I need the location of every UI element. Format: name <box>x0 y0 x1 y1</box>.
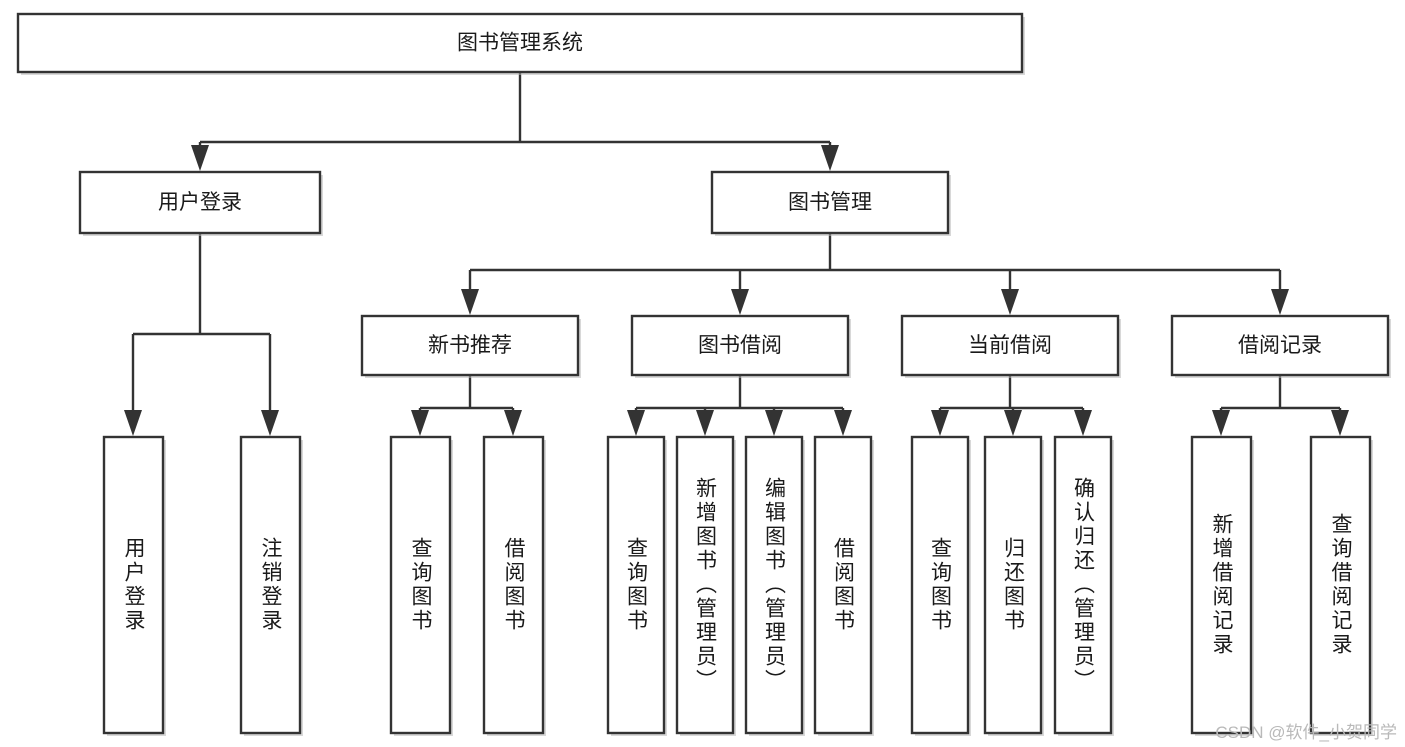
node-box[interactable] <box>606 435 666 735</box>
node-label: 新书推荐 <box>428 334 512 357</box>
node-box[interactable] <box>482 435 545 735</box>
connector-bus-current-borrow <box>931 375 1092 436</box>
node-label: 图书管理 <box>788 191 872 214</box>
node-box[interactable] <box>1170 314 1390 377</box>
node-box[interactable] <box>900 314 1120 377</box>
node-label: 图书借阅 <box>698 334 782 357</box>
node-label: 查询借阅记录 <box>1329 513 1352 657</box>
node-label: 注销登录 <box>259 537 282 633</box>
node-box[interactable] <box>102 435 165 735</box>
node-label: 当前借阅 <box>968 334 1052 357</box>
node-book-manage[interactable]: 图书管理 <box>710 170 951 236</box>
connectors-layer <box>124 72 1349 436</box>
node-leaf-user-login[interactable]: 用户登录 <box>102 435 166 736</box>
node-label: 查询图书 <box>409 537 432 633</box>
csdn-watermark: CSDN @软件_小贺同学 <box>1215 723 1397 742</box>
node-label: 借阅图书 <box>831 537 855 633</box>
node-box[interactable] <box>744 435 804 735</box>
node-label: 图书管理系统 <box>457 32 583 55</box>
node-box[interactable] <box>813 435 873 735</box>
node-label: 新增借阅记录 <box>1210 513 1233 657</box>
node-box[interactable] <box>910 435 970 735</box>
node-box[interactable] <box>1053 435 1113 735</box>
node-label: 用户登录 <box>158 191 242 214</box>
node-user-login[interactable]: 用户登录 <box>78 170 323 236</box>
node-current-borrow[interactable]: 当前借阅 <box>900 314 1121 378</box>
node-borrow-record[interactable]: 借阅记录 <box>1170 314 1391 378</box>
node-leaf-query-book-current[interactable]: 查询图书 <box>910 435 971 736</box>
node-box[interactable] <box>389 435 452 735</box>
node-box[interactable] <box>78 170 322 235</box>
node-label: 确认归还（管理员） <box>1071 477 1095 693</box>
connector-bus-new-book-recommend <box>411 375 522 436</box>
node-new-book-recommend[interactable]: 新书推荐 <box>360 314 581 378</box>
node-leaf-query-borrow-record[interactable]: 查询借阅记录 <box>1309 435 1373 736</box>
node-box[interactable] <box>675 435 735 735</box>
node-label: 归还图书 <box>1001 537 1025 633</box>
node-leaf-borrow-book[interactable]: 借阅图书 <box>813 435 874 736</box>
node-label: 用户登录 <box>122 537 145 633</box>
node-label: 借阅图书 <box>502 537 525 633</box>
node-leaf-logout[interactable]: 注销登录 <box>239 435 303 736</box>
node-label: 查询图书 <box>928 537 952 633</box>
node-box[interactable] <box>1190 435 1253 735</box>
node-label: 新增图书（管理员） <box>693 477 717 693</box>
node-book-borrow[interactable]: 图书借阅 <box>630 314 851 378</box>
node-leaf-add-book-admin[interactable]: 新增图书（管理员） <box>675 435 736 736</box>
node-box[interactable] <box>630 314 850 377</box>
node-label: 借阅记录 <box>1238 334 1322 357</box>
node-label: 编辑图书（管理员） <box>762 477 786 693</box>
node-leaf-add-borrow-record[interactable]: 新增借阅记录 <box>1190 435 1254 736</box>
connector-bus-borrow-record <box>1212 375 1349 436</box>
node-leaf-query-book-recommend[interactable]: 查询图书 <box>389 435 453 736</box>
nodes-layer: 图书管理系统用户登录图书管理新书推荐图书借阅当前借阅借阅记录用户登录注销登录查询… <box>16 12 1391 736</box>
node-root[interactable]: 图书管理系统 <box>16 12 1025 75</box>
node-box[interactable] <box>710 170 950 235</box>
node-box[interactable] <box>16 12 1024 74</box>
node-box[interactable] <box>983 435 1043 735</box>
node-box[interactable] <box>1309 435 1372 735</box>
node-leaf-edit-book-admin[interactable]: 编辑图书（管理员） <box>744 435 805 736</box>
connector-bus-user-login <box>124 233 279 436</box>
connector-bus-root <box>191 72 839 171</box>
node-leaf-confirm-return-admin[interactable]: 确认归还（管理员） <box>1053 435 1114 736</box>
node-box[interactable] <box>239 435 302 735</box>
connector-bus-book-manage <box>461 233 1289 315</box>
connector-bus-book-borrow <box>627 375 852 436</box>
node-leaf-borrow-book-recommend[interactable]: 借阅图书 <box>482 435 546 736</box>
node-leaf-return-book[interactable]: 归还图书 <box>983 435 1044 736</box>
node-label: 查询图书 <box>624 537 648 633</box>
node-box[interactable] <box>360 314 580 377</box>
node-leaf-query-book-borrow[interactable]: 查询图书 <box>606 435 667 736</box>
